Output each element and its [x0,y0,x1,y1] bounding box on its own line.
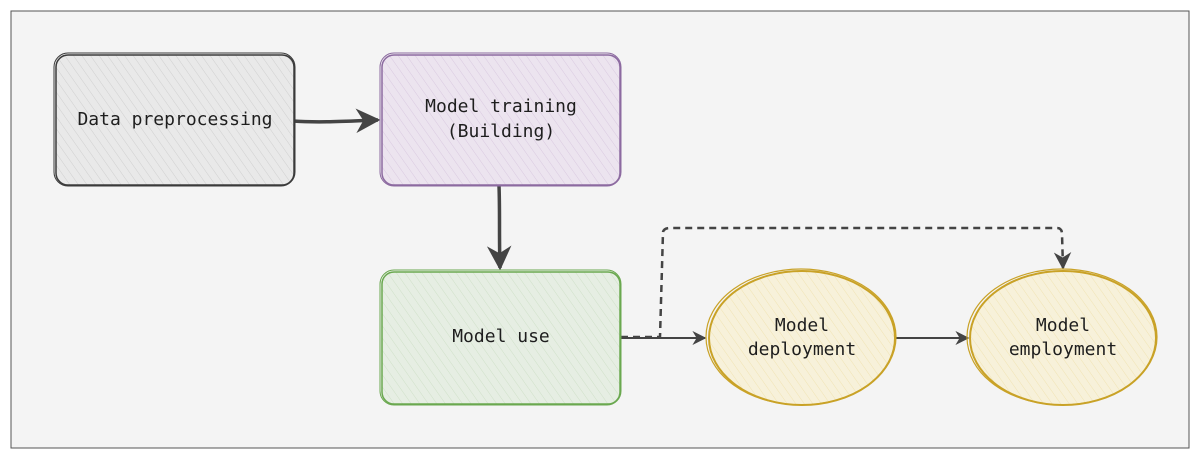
node-model-use-label: Model use [452,326,550,347]
node-model-employment: Model employment [966,268,1158,406]
edge-use-to-employment-dashed [621,226,1072,339]
node-model-employment-label-line2: employment [1009,339,1117,360]
node-model-employment-label-line1: Model [1036,315,1090,336]
node-model-training: Model training (Building) [379,52,622,187]
node-model-deployment-label-line2: deployment [748,339,856,360]
node-model-deployment: Model deployment [705,268,897,406]
edges [292,108,1072,345]
edge-training-to-use [486,185,512,271]
node-data-preprocessing-label: Data preprocessing [77,109,272,130]
node-data-preprocessing: Data preprocessing [53,52,296,187]
node-model-use: Model use [379,269,622,406]
node-model-training-label-line2: (Building) [447,121,555,142]
node-model-training-label-line1: Model training [425,96,577,117]
edge-preprocessing-to-training [292,108,381,134]
node-model-deployment-label-line1: Model [775,315,829,336]
